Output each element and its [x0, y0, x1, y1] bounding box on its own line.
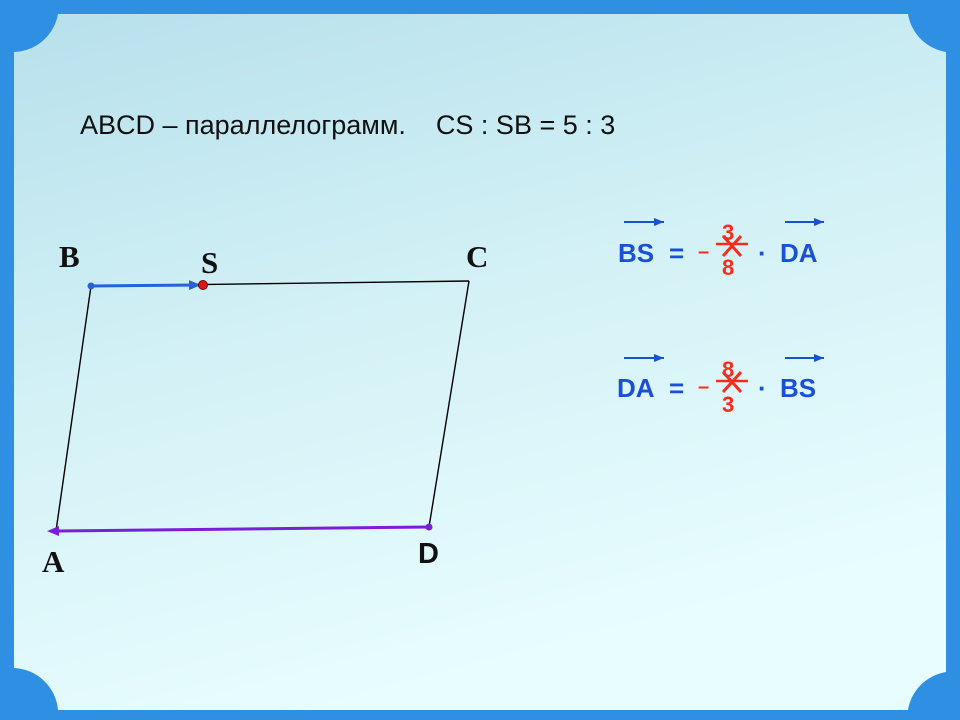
label-s: S	[201, 245, 218, 280]
point-b-dot	[87, 282, 95, 290]
formula1-equals: =	[669, 238, 684, 268]
problem-statement: ABCD – параллелограмм. CS : SB = 5 : 3	[80, 110, 615, 140]
formula1-mul: ·	[758, 238, 767, 268]
side-ab	[55, 285, 92, 532]
formula2-lhs: DA	[617, 373, 655, 403]
label-c: C	[466, 239, 488, 274]
formula1-lhs: BS	[618, 238, 654, 268]
side-cd	[428, 280, 470, 528]
vector-bs	[90, 280, 201, 291]
formula2-frac-bottom: 3	[722, 392, 734, 417]
formula-bs: BS = – 3 8 · DA	[618, 218, 824, 280]
point-d-dot	[425, 523, 433, 531]
formula2-sign: –	[698, 376, 709, 398]
label-b: B	[59, 239, 80, 274]
label-a: A	[42, 544, 65, 579]
formula-da: DA = – 8 3 · BS	[617, 354, 824, 417]
formula2-equals: =	[669, 373, 684, 403]
formula1-frac-bottom: 8	[722, 255, 734, 280]
formula1-sign: –	[698, 241, 709, 263]
point-s-dot	[198, 280, 208, 290]
formula1-rhs: DA	[780, 238, 818, 268]
cross-out-icon	[721, 234, 743, 258]
cross-out-icon	[721, 370, 743, 394]
formula2-rhs: BS	[780, 373, 816, 403]
label-d: D	[418, 538, 439, 570]
content-panel	[14, 14, 946, 710]
vector-da	[47, 525, 430, 536]
formula2-mul: ·	[758, 373, 767, 403]
